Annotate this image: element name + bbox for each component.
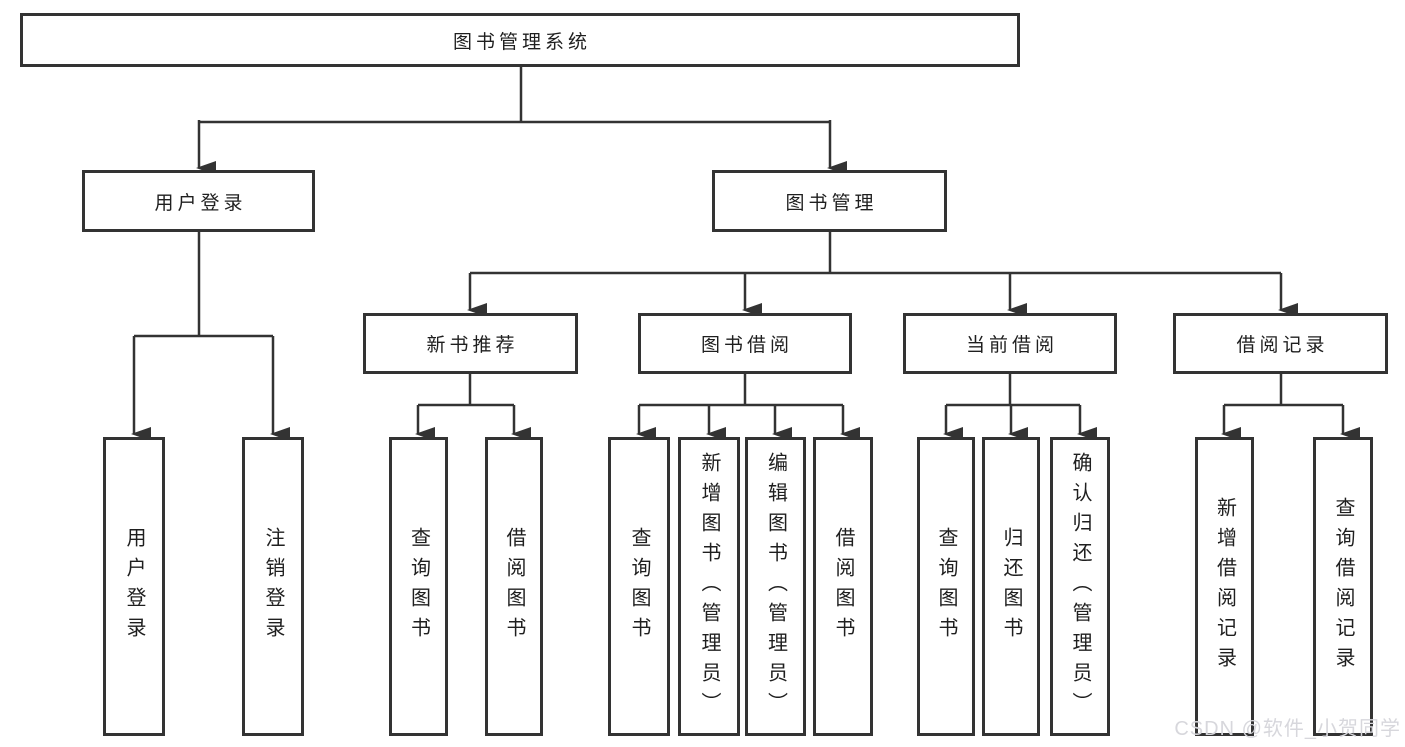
leaf-query-books-current: 查询图书 [917,437,975,736]
node-book-management-branch: 图书管理 [712,170,947,232]
node-book-borrowing: 图书借阅 [638,313,852,374]
leaf-user-login: 用户登录 [103,437,165,736]
leaf-return-books: 归还图书 [982,437,1040,736]
leaf-query-books-recommend: 查询图书 [389,437,448,736]
leaf-query-borrow-record: 查询借阅记录 [1313,437,1373,736]
node-new-book-recommend: 新书推荐 [363,313,578,374]
csdn-watermark: CSDN @软件_小贺同学 [1174,718,1401,740]
leaf-add-book-admin: 新增图书（管理员） [678,437,740,736]
leaf-logout: 注销登录 [242,437,304,736]
leaf-borrow-books-recommend: 借阅图书 [485,437,543,736]
node-root-system: 图书管理系统 [20,13,1020,67]
leaf-confirm-return-admin: 确认归还（管理员） [1050,437,1110,736]
leaf-query-books-borrowing: 查询图书 [608,437,670,736]
node-current-borrowing: 当前借阅 [903,313,1117,374]
leaf-add-borrow-record: 新增借阅记录 [1195,437,1254,736]
node-borrowing-records: 借阅记录 [1173,313,1388,374]
leaf-borrow-books: 借阅图书 [813,437,873,736]
leaf-edit-book-admin: 编辑图书（管理员） [745,437,806,736]
node-user-login-branch: 用户登录 [82,170,315,232]
